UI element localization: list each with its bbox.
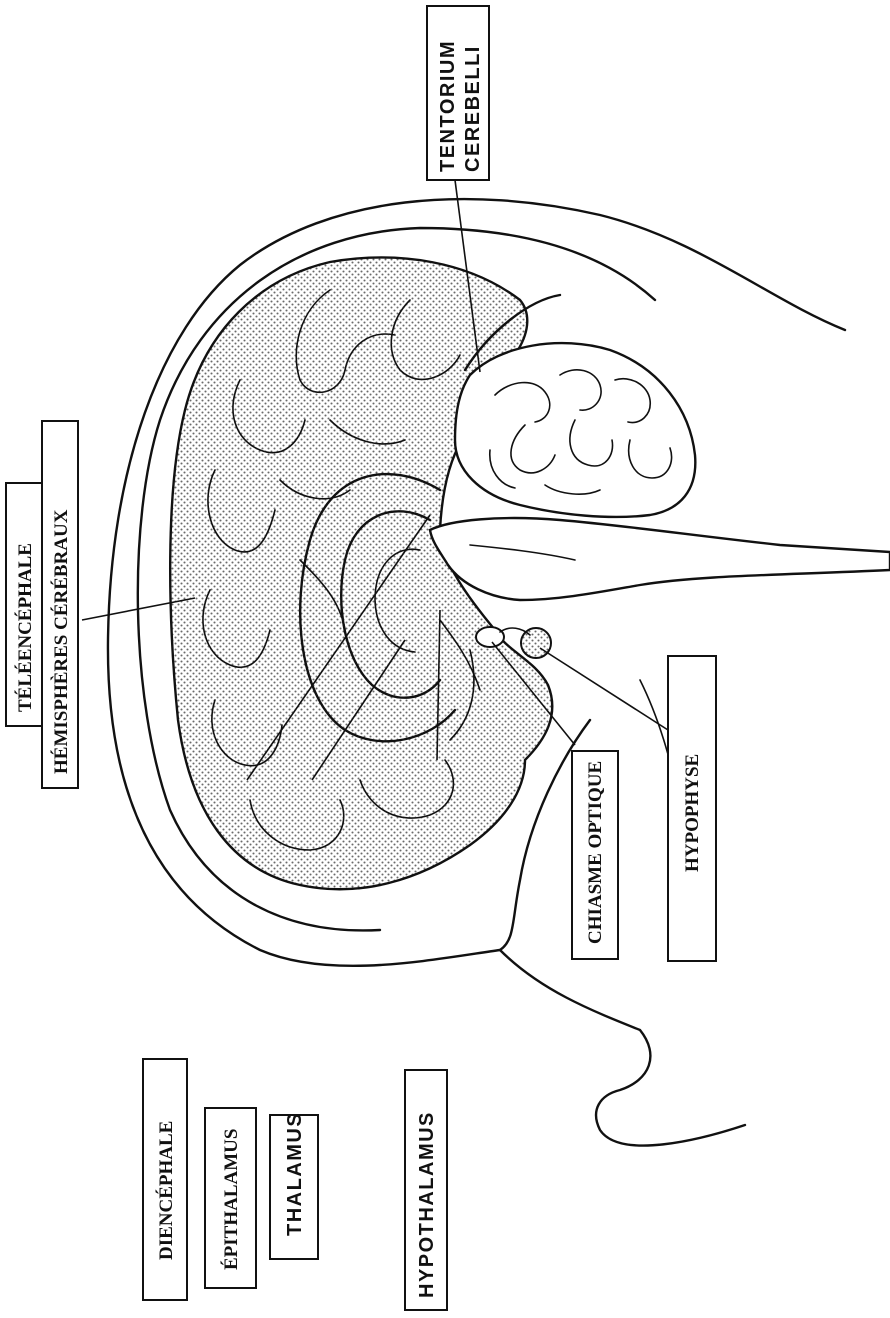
label-hemispheres-text: HÉMISPHÈRES CÉRÉBRAUX	[50, 509, 72, 774]
label-thalamus-text: THALAMUS	[284, 1112, 306, 1236]
label-hypophyse: HYPOPHYSE	[668, 656, 716, 961]
label-diencephale-text: DIENCÉPHALE	[155, 1121, 177, 1260]
brain-stem	[430, 518, 890, 600]
label-hypothalamus-text: HYPOTHALAMUS	[416, 1111, 438, 1298]
label-epithalamus: ÉPITHALAMUS	[205, 1108, 256, 1288]
label-hypothalamus: HYPOTHALAMUS	[405, 1070, 447, 1310]
label-telencephale-text: TÉLÉENCÉPHALE	[14, 543, 36, 712]
label-chiasme-optique: CHIASME OPTIQUE	[572, 751, 618, 959]
label-hemispheres: HÉMISPHÈRES CÉRÉBRAUX	[42, 421, 78, 788]
label-diencephale: DIENCÉPHALE	[143, 1059, 187, 1300]
label-tentorium-line1: TENTORIUM	[437, 40, 459, 172]
label-tentorium: TENTORIUM CEREBELLI	[427, 6, 489, 180]
label-thalamus: THALAMUS	[270, 1112, 318, 1259]
leader-hypophyse	[540, 648, 668, 730]
label-telencephale: TÉLÉENCÉPHALE	[6, 483, 42, 726]
label-tentorium-line2: CEREBELLI	[462, 45, 484, 172]
pons-medulla	[430, 518, 890, 600]
label-hypophyse-text: HYPOPHYSE	[682, 754, 703, 872]
label-chiasme-optique-text: CHIASME OPTIQUE	[585, 761, 606, 944]
label-epithalamus-text: ÉPITHALAMUS	[220, 1129, 242, 1270]
face-contour	[500, 950, 745, 1146]
optic-chiasm-shape	[476, 627, 504, 647]
